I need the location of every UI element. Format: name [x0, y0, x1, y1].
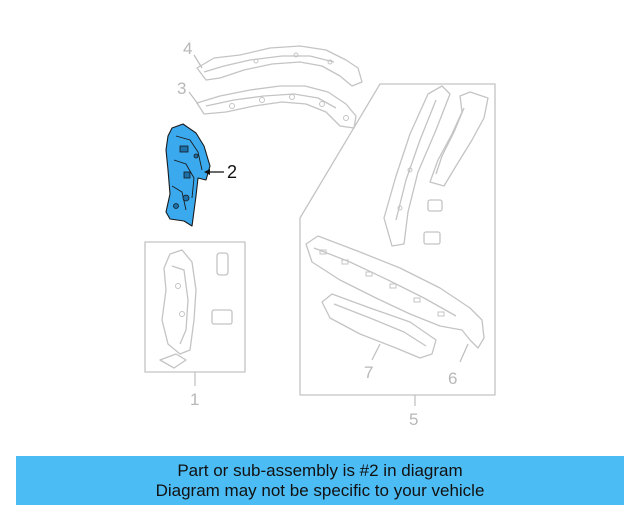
part-6-rocker	[305, 235, 485, 349]
callout-5: 5	[409, 410, 418, 429]
leader-2-arrow	[204, 169, 210, 175]
callout-6: 6	[448, 369, 457, 388]
part-4-upper-rail	[196, 45, 363, 87]
leader-4	[193, 54, 203, 69]
parts-diagram: 4 3 2 1	[144, 39, 496, 429]
part-3-inner-rail	[196, 85, 357, 129]
callout-2: 2	[227, 162, 237, 182]
part-2-highlighted-bracket	[165, 123, 211, 227]
callout-4: 4	[183, 39, 192, 58]
callout-3: 3	[177, 79, 186, 98]
banner-line-1: Part or sub-assembly is #2 in diagram	[177, 460, 463, 480]
leader-3	[188, 91, 199, 105]
part-7-sill-stiffener	[321, 293, 437, 359]
info-banner: Part or sub-assembly is #2 in diagram Di…	[16, 456, 624, 505]
leader-6	[459, 343, 469, 363]
callout-7: 7	[364, 363, 373, 382]
assembly-5-pillar	[383, 85, 489, 247]
leader-7	[371, 343, 381, 361]
assembly-1-contents	[159, 249, 233, 369]
callout-1: 1	[190, 390, 199, 409]
assembly-box-5	[299, 83, 496, 396]
banner-line-2: Diagram may not be specific to your vehi…	[155, 480, 485, 500]
